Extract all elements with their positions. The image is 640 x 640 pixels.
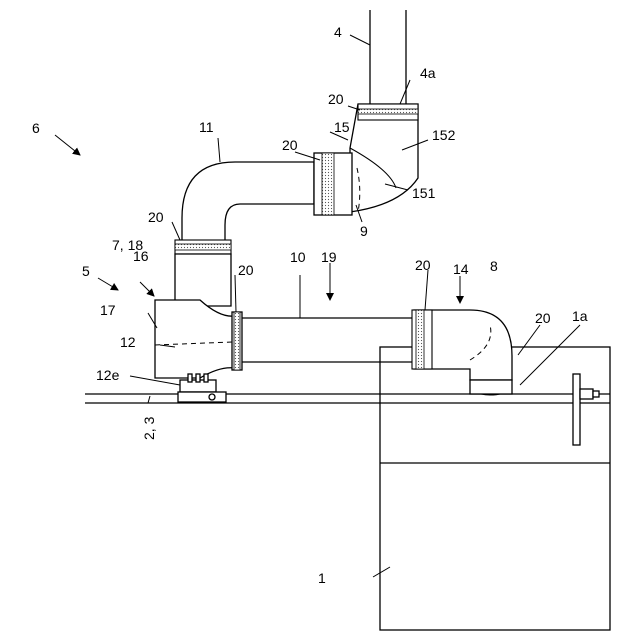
duct-4 — [370, 10, 406, 104]
label-20-connector: 20 — [148, 209, 164, 225]
label-14: 14 — [453, 261, 469, 277]
connector-16-17 — [155, 240, 242, 378]
label-5: 5 — [82, 263, 90, 279]
label-9: 9 — [360, 223, 368, 239]
label-11: 11 — [199, 119, 214, 135]
label-20-arm: 20 — [282, 137, 298, 153]
label-1a: 1a — [572, 308, 588, 324]
label-151: 151 — [412, 185, 436, 201]
label-6: 6 — [32, 120, 40, 136]
band-20-top — [358, 104, 418, 120]
label-152: 152 — [432, 127, 456, 143]
label-15: 15 — [334, 119, 350, 135]
elbow-14 — [412, 310, 512, 395]
label-17: 17 — [100, 302, 116, 318]
label-8: 8 — [490, 258, 498, 274]
rail-2-3 — [85, 394, 610, 403]
label-4a: 4a — [420, 65, 436, 81]
label-20-elbow: 20 — [415, 257, 431, 273]
label-20-mid: 20 — [238, 262, 254, 278]
label-20-top: 20 — [328, 91, 344, 107]
label-19: 19 — [321, 249, 337, 265]
duct-10 — [242, 318, 414, 362]
labels: 4 4a 20 15 152 20 151 9 11 6 20 7, 18 16… — [32, 24, 588, 586]
label-2-3: 2, 3 — [141, 416, 157, 440]
right-bracket — [573, 374, 599, 445]
label-4: 4 — [334, 24, 342, 40]
label-10: 10 — [290, 249, 306, 265]
label-16: 16 — [133, 248, 149, 264]
arm-11 — [182, 153, 352, 244]
label-1: 1 — [318, 570, 326, 586]
label-20-right: 20 — [535, 310, 551, 326]
label-12e: 12e — [96, 367, 120, 383]
label-12: 12 — [120, 334, 136, 350]
